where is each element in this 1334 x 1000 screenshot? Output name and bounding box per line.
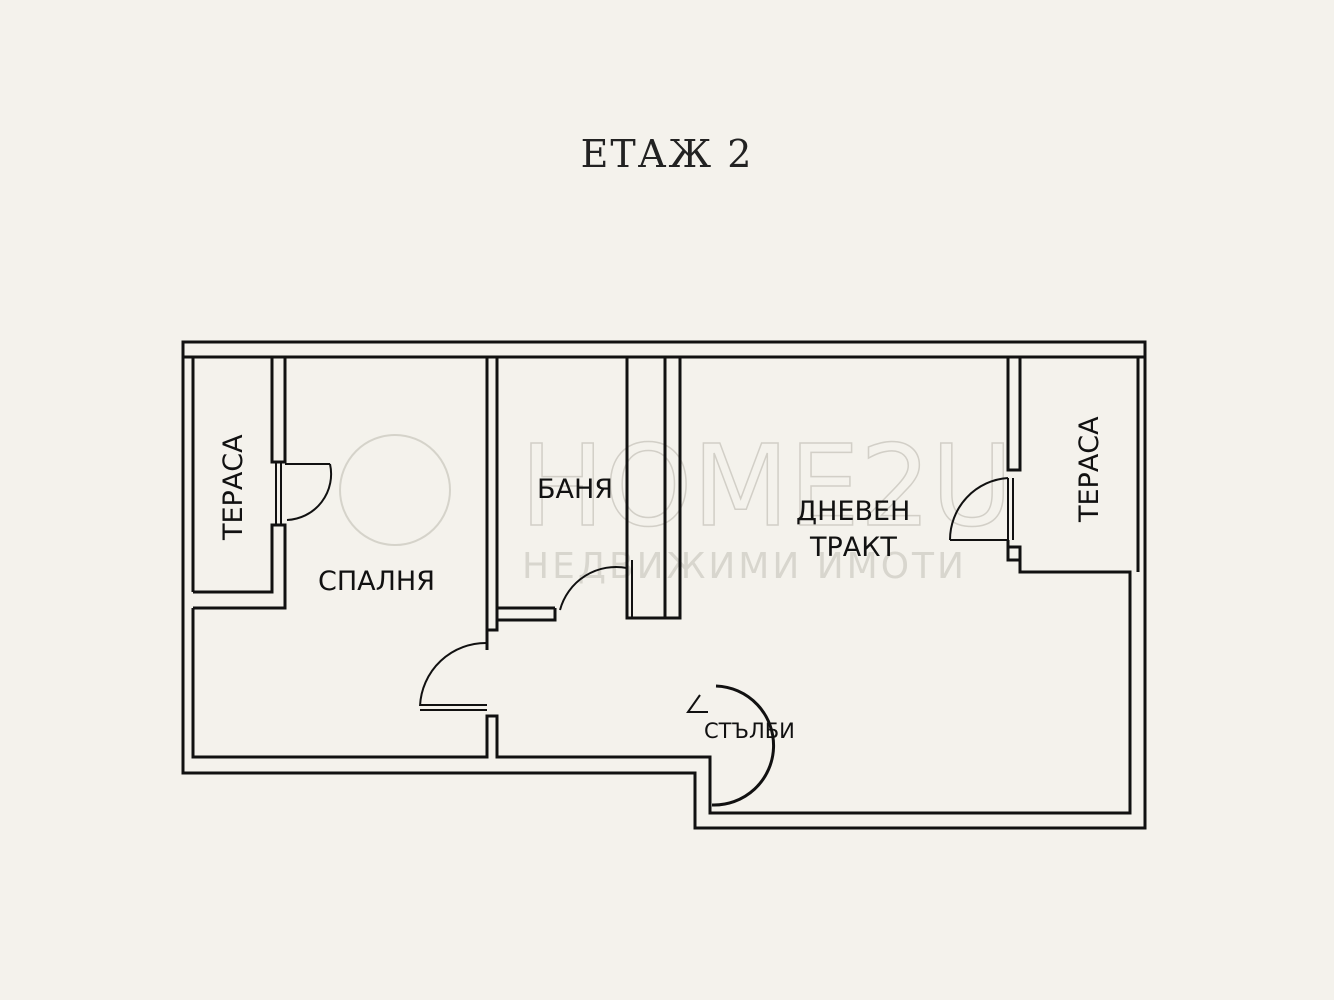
outer-walls — [181, 340, 1147, 830]
label-bathroom: БАНЯ — [537, 474, 613, 505]
watermark-logo: HOME2U НЕДВИЖИМИ ИМОТИ — [339, 421, 1014, 587]
floor-title: ЕТАЖ 2 — [580, 132, 754, 176]
label-terrace-left: ТЕРАСА — [218, 434, 249, 541]
watermark-brand: HOME2U — [520, 422, 1013, 552]
door-bathroom — [559, 565, 628, 618]
label-bedroom: СПАЛНЯ — [318, 566, 435, 597]
spiral-stairs — [686, 684, 775, 807]
door-bedroom-hall — [419, 641, 488, 711]
left-terrace-walls — [191, 357, 287, 610]
label-stairs: СТЪЛБИ — [704, 719, 795, 743]
label-terrace-right: ТЕРАСА — [1074, 416, 1105, 523]
label-living-line1: ДНЕВЕН — [796, 496, 910, 527]
watermark-tagline: НЕДВИЖИМИ ИМОТИ — [522, 546, 967, 587]
door-living-terrace — [948, 477, 1009, 542]
door-bedroom-terrace — [285, 463, 333, 521]
right-terrace-walls — [1006, 357, 1140, 572]
label-living-line2: ТРАКТ — [809, 532, 897, 563]
